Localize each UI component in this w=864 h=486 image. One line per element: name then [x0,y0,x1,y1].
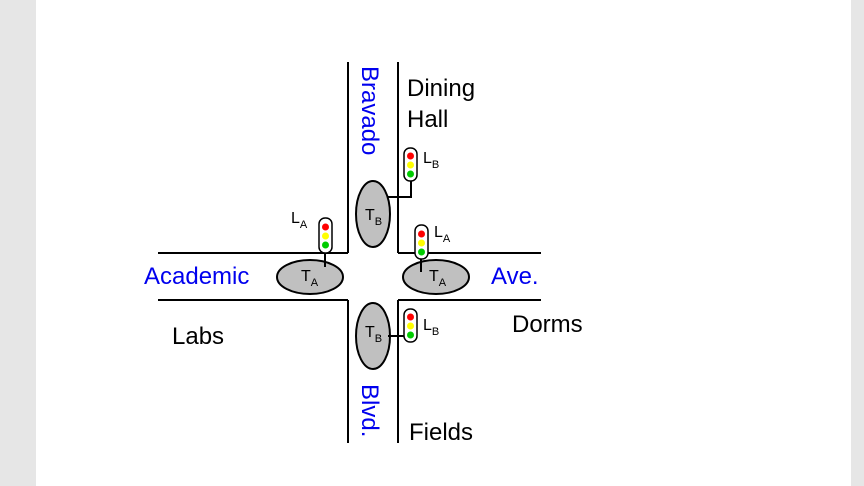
light-lb-north-main: L [423,150,432,167]
svg-text:LB: LB [423,317,439,338]
traffic-light-icon [414,224,429,260]
sensor-ta-east-main: T [429,268,439,285]
light-lb-south-sub: B [432,326,439,338]
street-blvd: Blvd. [356,384,383,437]
sensor-ellipse-icon [355,180,391,248]
sensor-tb-south-main: T [365,324,375,341]
traffic-light-lb-south: LB [388,308,439,343]
traffic-light-lb-north: LB [388,147,439,198]
svg-text:LB: LB [423,150,439,171]
place-fields: Fields [409,419,473,446]
street-ave: Ave. [491,263,539,290]
light-la-east-sub: A [443,233,451,245]
slide-canvas: Academic Ave. Bravado Blvd. Dining Hall … [36,0,851,486]
traffic-light-lb-north-post [388,180,412,198]
place-labs: Labs [172,323,224,350]
traffic-light-la-west: LA [291,210,333,267]
sensor-tb-north: TB [355,180,391,248]
light-lb-south-main: L [423,317,432,334]
sensor-ta-west-main: T [301,268,311,285]
roads [158,62,541,443]
street-academic: Academic [144,263,249,290]
sensor-tb-south-sub: B [375,333,382,345]
sensor-ta-west: TA [276,259,344,295]
sensor-ta-west-sub: A [311,277,319,289]
traffic-light-icon [318,217,333,254]
svg-text:TA: TA [301,268,319,289]
street-bravado: Bravado [356,66,383,155]
traffic-light-icon [403,147,418,182]
light-la-east-main: L [434,224,443,241]
svg-text:TB: TB [365,324,382,345]
traffic-light-icon [403,308,418,343]
traffic-light-la-east: LA [414,224,451,272]
svg-text:TB: TB [365,207,382,228]
place-dorms: Dorms [512,311,583,338]
sensor-tb-north-main: T [365,207,375,224]
svg-text:TA: TA [429,268,447,289]
svg-text:LA: LA [434,224,451,245]
svg-text:LA: LA [291,210,308,231]
sensor-ellipse-icon [402,259,470,295]
light-lb-north-sub: B [432,159,439,171]
intersection-diagram: Academic Ave. Bravado Blvd. Dining Hall … [144,62,583,446]
light-la-west-main: L [291,210,300,227]
light-la-west-sub: A [300,219,308,231]
sensor-ta-east: TA [402,259,470,295]
place-dining-line2: Hall [407,106,448,133]
sensor-ta-east-sub: A [439,277,447,289]
sensor-tb-north-sub: B [375,216,382,228]
sensor-tb-south: TB [355,302,391,370]
place-dining-line1: Dining [407,75,475,102]
sensor-ellipse-icon [276,259,344,295]
